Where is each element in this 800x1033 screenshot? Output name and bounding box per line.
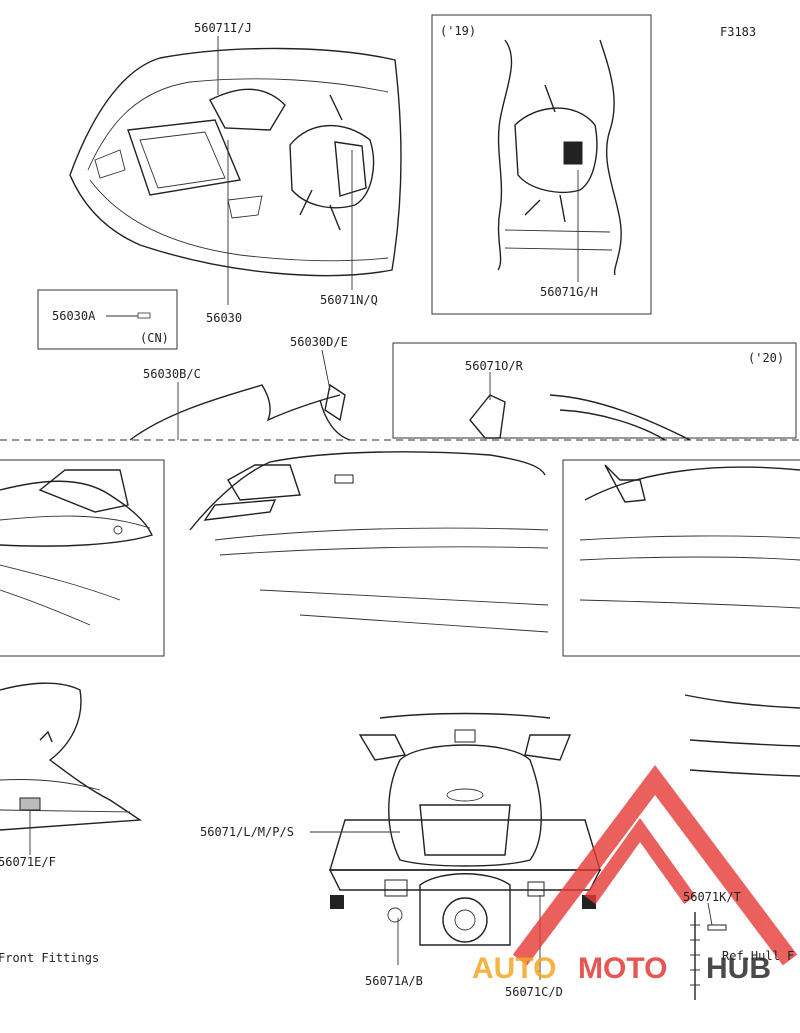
watermark-text-auto: AUTO (472, 952, 556, 985)
inset-2019-handlebar (497, 39, 622, 276)
callout-56071AB: 56071A/B (365, 974, 423, 988)
leader-lines (29, 36, 713, 980)
year-label-2020: ('20) (748, 351, 784, 365)
small-decal-icon (137, 312, 151, 319)
callout-56071OR: 56071O/R (465, 359, 524, 373)
callout-56071EF: 56071E/F (0, 855, 56, 869)
inset-2020-frame (392, 342, 797, 439)
callout-56030DE: 56030D/E (290, 335, 348, 349)
watermark-text: AUTO MOTO HUB (472, 952, 771, 985)
automotohub-watermark-logo (512, 765, 798, 966)
ref-hull-note: Ref.Hull F (722, 949, 794, 963)
watermark-text-hub: HUB (706, 952, 771, 985)
callout-56030A: 56030A (52, 309, 96, 323)
callout-labels: 56071I/J 56030 56071N/Q 56071G/H 56030A … (0, 21, 794, 999)
left-side-hull (0, 469, 153, 626)
bottom-left-hull (0, 682, 143, 831)
bottom-right-hull (684, 694, 800, 777)
callout-56071NQ: 56071N/Q (320, 293, 378, 307)
top-view-watercraft (69, 47, 402, 277)
center-side-hull (129, 383, 549, 633)
year-label-2019: ('19) (440, 24, 476, 38)
strip-part-56071KT (690, 912, 727, 1000)
cn-note: (CN) (140, 331, 169, 345)
cn-label-box (37, 289, 178, 350)
callout-56071CD: 56071C/D (505, 985, 563, 999)
left-side-panel-frame (0, 459, 165, 657)
inset-2019-frame (431, 14, 652, 315)
callout-56030BC: 56030B/C (143, 367, 201, 381)
callout-56071IJ: 56071I/J (194, 21, 252, 35)
right-side-hull-2020 (469, 394, 800, 609)
watermark-text-moto: MOTO (578, 952, 667, 985)
callout-56071KT: 56071K/T (683, 890, 741, 904)
figure-code: F3183 (720, 25, 756, 39)
callout-56071LMPS: 56071/L/M/P/S (200, 825, 294, 839)
front-fittings-note: Front Fittings (0, 951, 99, 965)
right-side-panel-frame (562, 459, 800, 657)
callout-56030: 56030 (206, 311, 242, 325)
callout-56071GH: 56071G/H (540, 285, 598, 299)
